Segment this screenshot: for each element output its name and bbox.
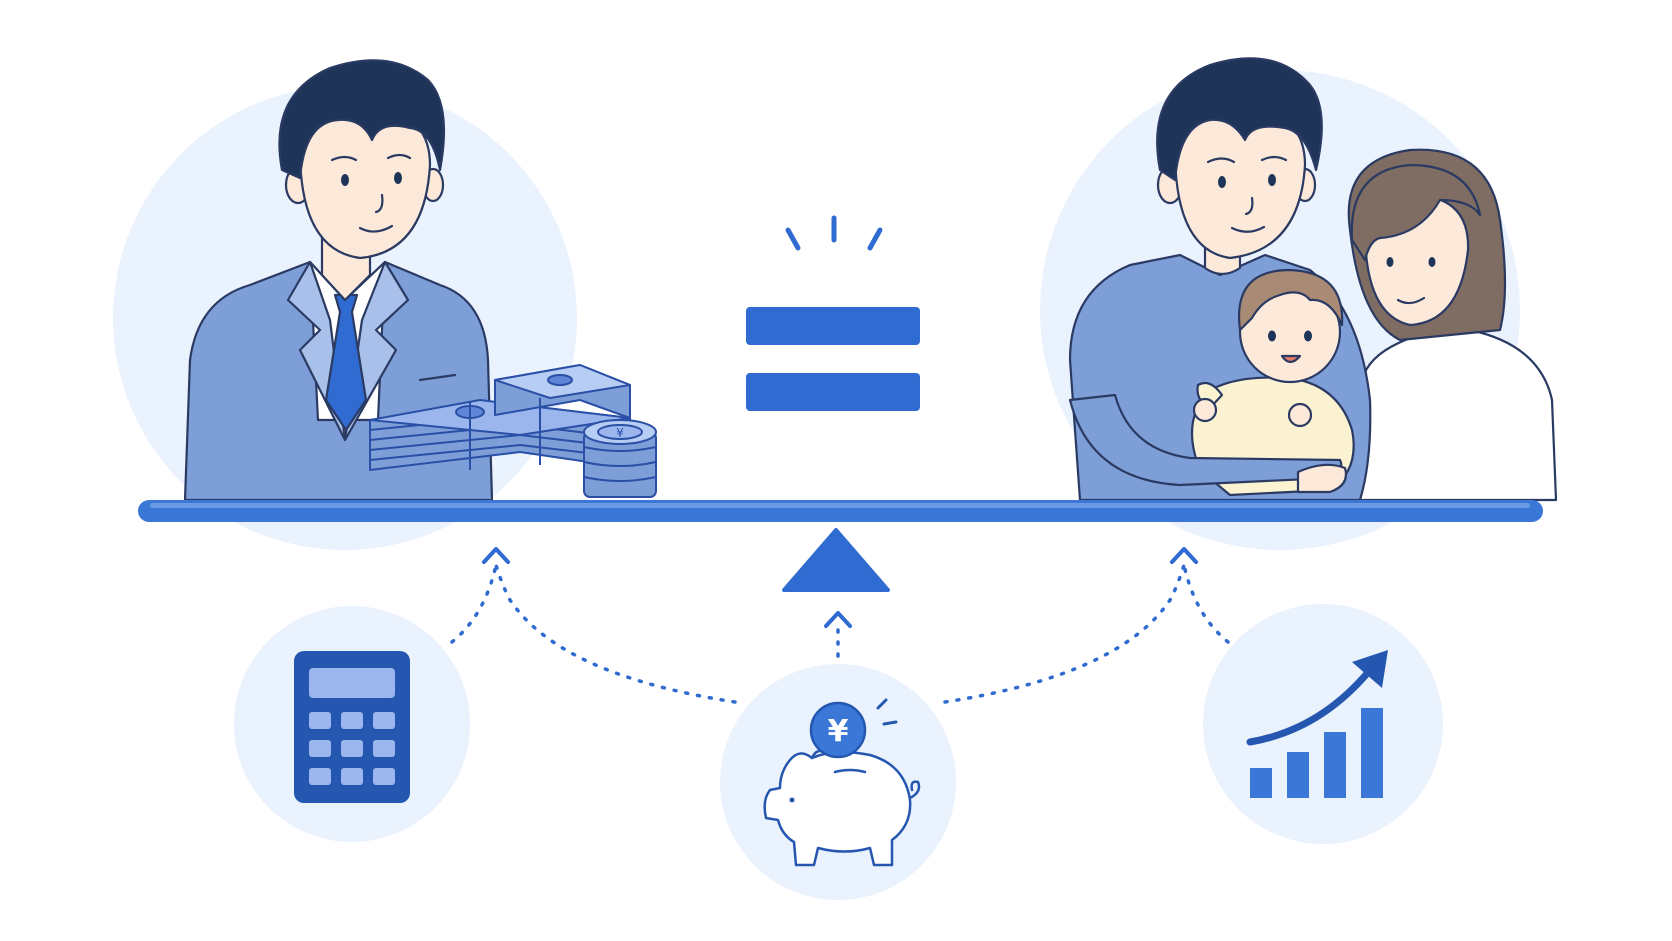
brow-right [386, 153, 412, 160]
arrow-calculator-to-left [450, 563, 498, 644]
coin-sparkle [876, 698, 898, 726]
man-hair [1156, 57, 1323, 182]
breast-pocket [418, 373, 457, 382]
baby-hair [1237, 268, 1344, 332]
calculator-icon [294, 651, 410, 803]
growth-chart-icon [1246, 650, 1388, 798]
brow-left [330, 155, 358, 162]
family-figure [1068, 57, 1558, 502]
tie [324, 293, 368, 432]
coin-stack-yen-mark: ¥ [616, 426, 624, 440]
nose [374, 193, 384, 214]
eye-left [341, 174, 349, 186]
dotted-arrow-icon [450, 563, 1230, 704]
coin-stack-icon: ¥ [583, 419, 657, 498]
cash-stack-icon [369, 364, 631, 471]
businessman-figure [183, 59, 494, 502]
spark-lines [785, 215, 883, 251]
equals-sign-icon [746, 307, 920, 411]
woman-bangs [1350, 163, 1482, 262]
growth-chart-circle [1203, 604, 1443, 844]
arrow-heads [482, 547, 1198, 628]
woman-body [1358, 328, 1558, 502]
arrow-growth-to-right [1182, 563, 1230, 644]
eye-right [394, 172, 402, 184]
seesaw-beam-highlight [150, 503, 1530, 508]
hair [278, 59, 446, 180]
arrow-piggy-to-right [943, 563, 1186, 704]
seesaw-fulcrum-icon [782, 528, 890, 592]
arrow-piggy-to-left [494, 563, 737, 704]
yen-coin-icon: ¥ [809, 701, 867, 759]
mouth [358, 224, 394, 233]
yen-symbol: ¥ [828, 714, 849, 749]
man-hand [1296, 463, 1348, 494]
